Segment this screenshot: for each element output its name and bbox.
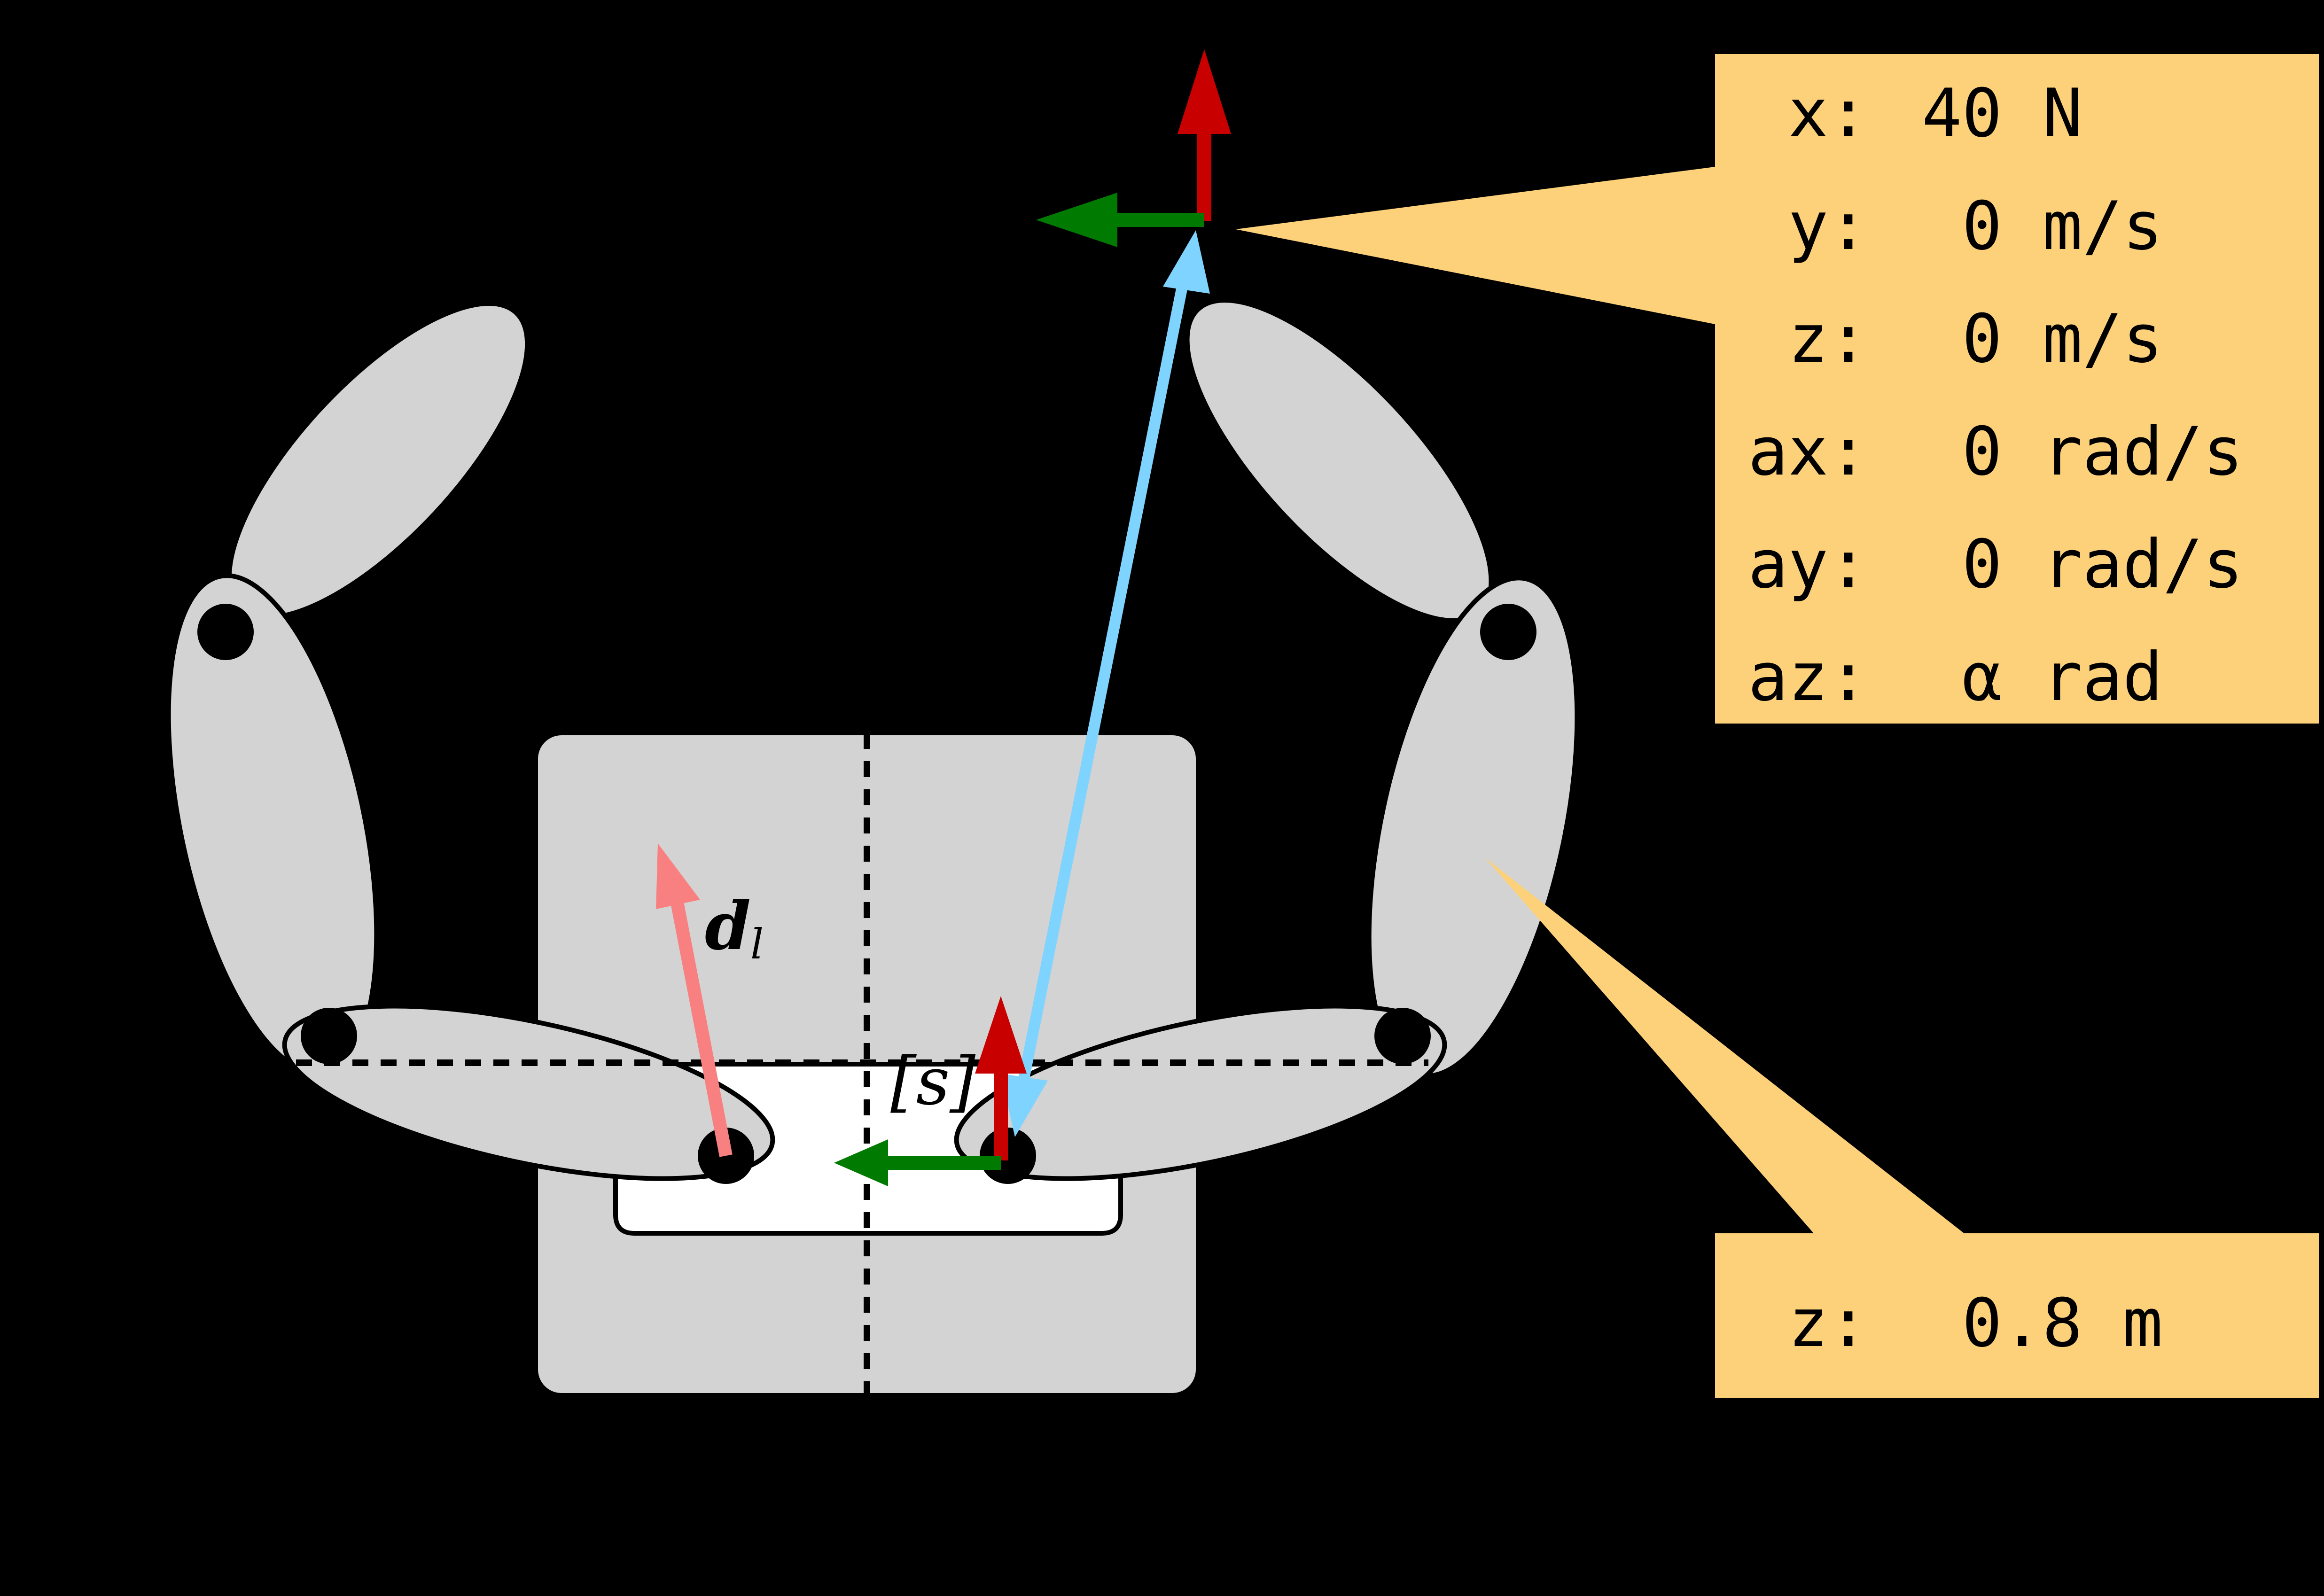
callout-bottom-key-z: z: xyxy=(1748,1285,1868,1362)
dl-label: d xyxy=(705,888,751,965)
blue-vector-head-bottom xyxy=(1001,1074,1048,1137)
blue-vector-head-top xyxy=(1163,230,1210,294)
callout-top-box xyxy=(1236,54,2319,724)
callout-top-key-az: az: xyxy=(1748,638,1868,716)
lower-frame-red-head xyxy=(975,996,1027,1074)
joint-left-shoulder xyxy=(197,604,254,660)
dl-vector-head xyxy=(656,843,700,909)
callout-top-value-x: 40 N xyxy=(1922,75,2082,152)
callout-top-key-y: y: xyxy=(1748,187,1868,265)
callout-top-value-y: 0 m/s xyxy=(1922,187,2163,265)
joint-right-elbow xyxy=(1374,1008,1431,1064)
callout-top-value-az: α rad xyxy=(1922,638,2163,716)
callout-top-value-ay: 0 rad/s xyxy=(1922,526,2243,603)
frame-s-label: [s] xyxy=(890,1043,975,1120)
callout-top-key-ax: ax: xyxy=(1748,413,1868,490)
left-finger xyxy=(282,1004,775,1181)
callout-top-value-ax: 0 rad/s xyxy=(1922,413,2243,490)
callout-top-key-x: x: xyxy=(1748,75,1868,152)
dl-subscript: l xyxy=(750,920,764,968)
joint-left-elbow xyxy=(301,1008,357,1064)
blue-vector-shaft xyxy=(1018,280,1189,1082)
lower-frame-green-head xyxy=(834,1139,888,1186)
callout-bottom-box xyxy=(1485,857,2319,1398)
dl-vector-shaft xyxy=(669,894,733,1157)
right-finger xyxy=(954,1004,1447,1181)
upper-frame-green-head xyxy=(1036,193,1117,247)
callout-top-key-ay: ay: xyxy=(1748,526,1868,603)
joint-right-shoulder xyxy=(1480,604,1536,660)
callout-bottom-value-z: 0.8 m xyxy=(1922,1285,2163,1362)
callout-top-value-z: 0 m/s xyxy=(1922,300,2163,378)
callout-top-rows: x: 40 N y: 0 m/s z: 0 m/s ax: 0 rad/s ay… xyxy=(1748,75,2243,716)
callout-top-key-z: z: xyxy=(1748,300,1868,378)
upper-frame-red-head xyxy=(1178,49,1231,134)
